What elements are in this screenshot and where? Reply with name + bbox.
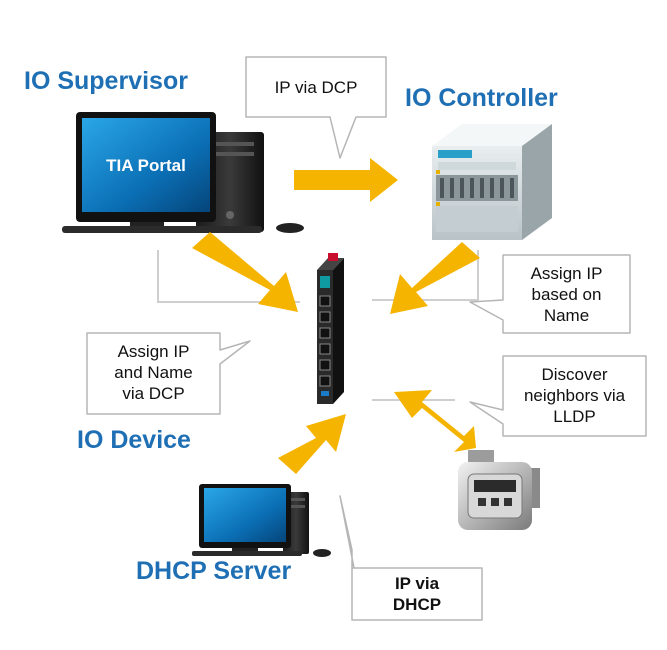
network-switch-icon xyxy=(317,253,344,404)
role-label-io-supervisor: IO Supervisor xyxy=(24,67,188,95)
role-label-io-device: IO Device xyxy=(77,426,191,454)
callout-line: IP via DCP xyxy=(274,78,358,97)
supervisor-computer-icon xyxy=(62,112,304,233)
arrows xyxy=(192,158,480,474)
arrow-transmitter-switch xyxy=(394,390,476,452)
callout-assign-ip-based-text: Assign IP based on Name xyxy=(503,263,630,326)
callout-assign-ip-based xyxy=(469,254,631,334)
callout-assign-ip-name-text: Assign IP and Name via DCP xyxy=(87,341,220,404)
callout-discover-text: Discover neighbors via LLDP xyxy=(503,364,646,427)
callouts xyxy=(86,56,647,621)
arrow-dhcp-to-switch xyxy=(278,414,346,474)
role-label-io-controller: IO Controller xyxy=(405,84,558,112)
callout-discover xyxy=(469,355,647,437)
role-label-dhcp-server: DHCP Server xyxy=(136,557,292,585)
tia-portal-label: TIA Portal xyxy=(106,156,186,175)
callout-ip-via-dcp-text: IP via DCP xyxy=(246,77,386,98)
arrow-controller-to-switch xyxy=(390,242,480,314)
callout-ip-via-dhcp-text: IP via DHCP xyxy=(352,573,482,615)
callout-line: IP via xyxy=(394,574,440,593)
callout-line: LLDP xyxy=(553,407,596,426)
callout-line: neighbors via xyxy=(523,386,626,405)
callout-line: Assign IP xyxy=(530,264,603,283)
callout-assign-ip-name xyxy=(86,332,251,415)
callout-line: DHCP xyxy=(392,595,442,614)
callout-line: Discover xyxy=(541,365,608,384)
callout-ip-via-dcp xyxy=(245,56,387,159)
arrow-supervisor-to-controller xyxy=(294,158,398,202)
arrow-supervisor-to-switch xyxy=(192,232,298,312)
dhcp-computer-icon xyxy=(192,484,331,557)
callout-line: and Name xyxy=(114,363,193,382)
callout-line: Name xyxy=(543,306,590,325)
callout-line: based on xyxy=(531,285,602,304)
field-transmitter-icon xyxy=(458,450,540,530)
plc-controller-icon xyxy=(432,124,552,240)
callout-line: via DCP xyxy=(122,384,185,403)
callout-line: Assign IP xyxy=(117,342,190,361)
callout-ip-via-dhcp xyxy=(339,495,483,621)
